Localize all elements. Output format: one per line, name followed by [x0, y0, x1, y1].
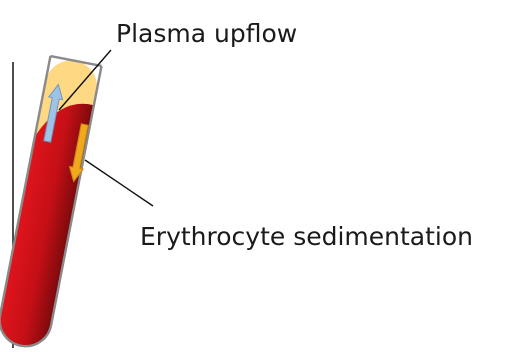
plasma-upflow-label: Plasma upflow	[116, 19, 297, 48]
erythrocyte-sedimentation-label: Erythrocyte sedimentation	[140, 222, 473, 251]
erythrocyte-leader-line	[85, 160, 153, 206]
